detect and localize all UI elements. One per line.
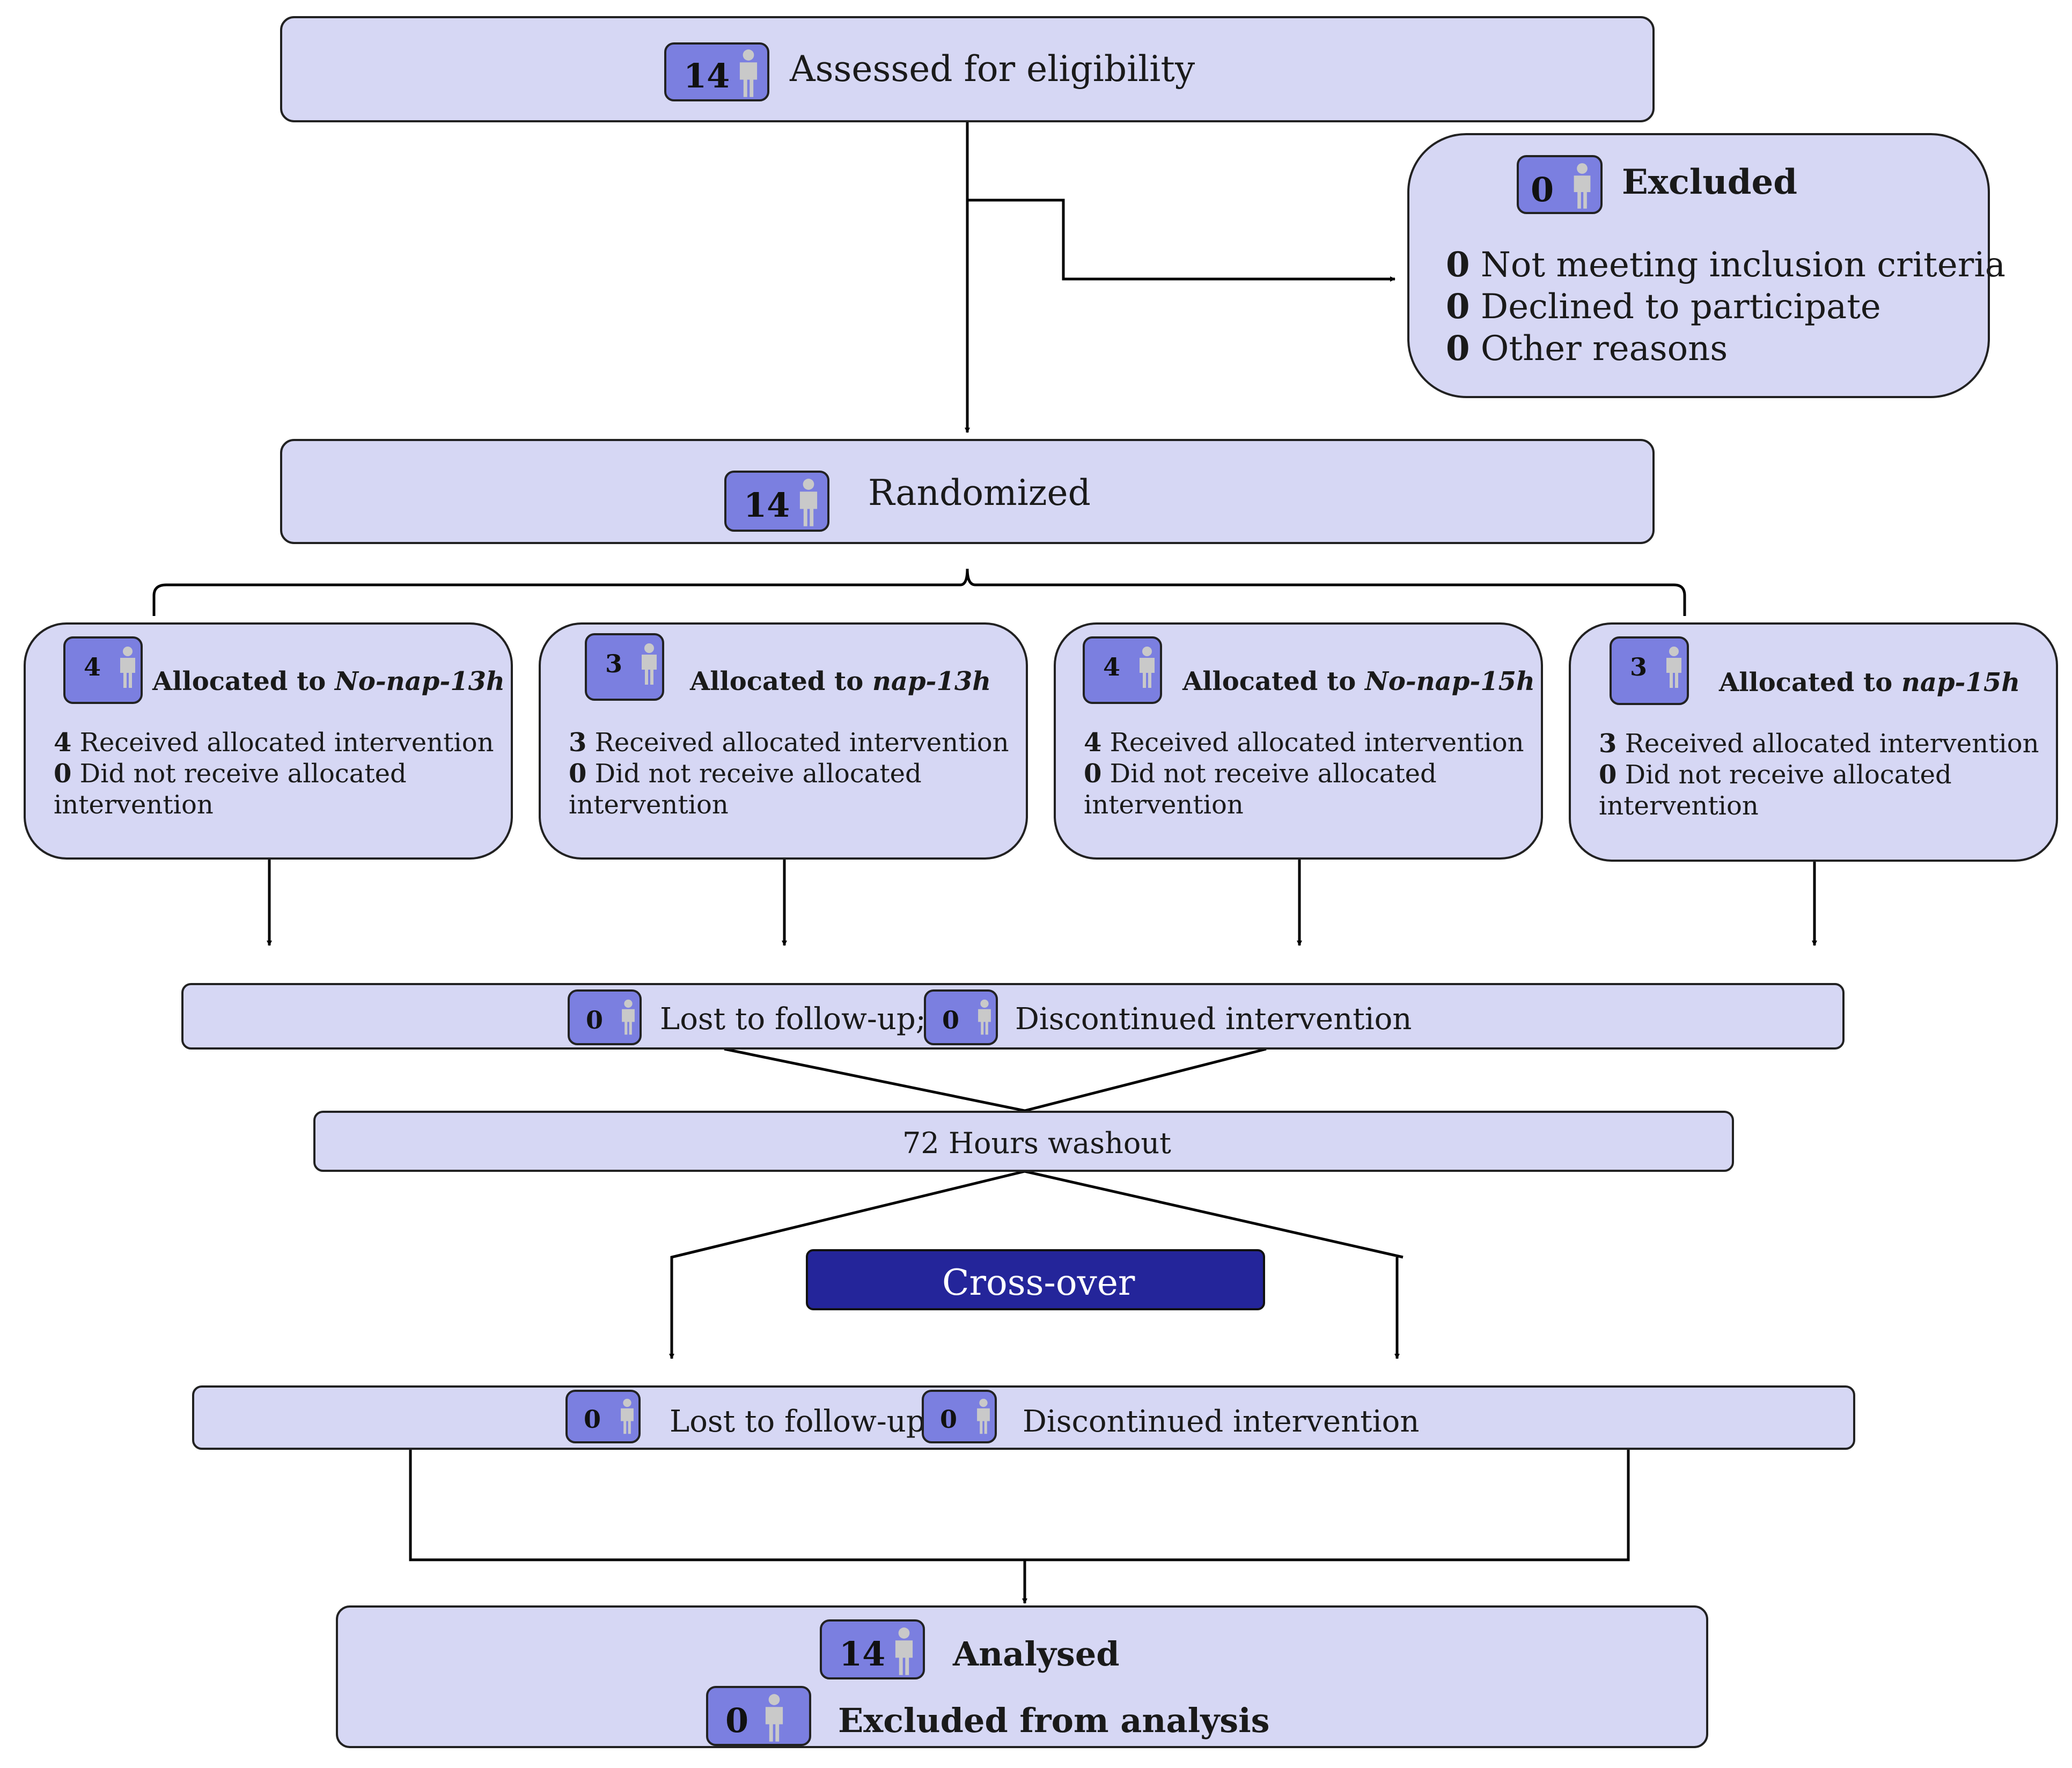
followup-2-disc-count: 0 xyxy=(940,1405,958,1434)
arm-3-received: 4 Received allocated intervention xyxy=(1084,728,1524,758)
arm-3-count: 4 xyxy=(1103,652,1121,681)
crossover-label: Cross-over xyxy=(942,1262,1135,1303)
arrow-to-excluded xyxy=(967,199,1395,282)
arm-1-count: 4 xyxy=(84,652,101,681)
diverge-left-arrow xyxy=(669,1170,1025,1359)
diverge-right-line xyxy=(1024,1170,1404,1259)
arm-2-title: Allocated to nap-13h xyxy=(690,666,991,696)
person-icon xyxy=(895,1627,913,1675)
arm-1-not-received: 0 Did not receive allocated xyxy=(54,759,407,789)
person-icon xyxy=(1666,647,1681,688)
person-icon xyxy=(120,647,135,688)
arm-box-1: 4 Allocated to No-nap-13h 4 Received all… xyxy=(24,622,513,860)
arm-4-not-received-cont: intervention xyxy=(1599,791,1759,821)
analysed-excluded-badge: 0 xyxy=(706,1686,811,1746)
person-icon xyxy=(739,49,758,97)
washout-label: 72 Hours washout xyxy=(902,1126,1171,1160)
followup-2-lost-count: 0 xyxy=(584,1405,601,1434)
assessed-count-badge: 14 xyxy=(664,42,769,101)
followup-2-lost-badge: 0 xyxy=(565,1390,641,1443)
followup-1-disc-badge: 0 xyxy=(924,989,998,1045)
arm-box-4: 3 Allocated to nap-15h 3 Received alloca… xyxy=(1569,622,2058,862)
washout-box: 72 Hours washout xyxy=(313,1111,1734,1172)
arm-1-received: 4 Received allocated intervention xyxy=(54,728,494,758)
followup-2-box: 0 Lost to follow-up; 0 Discontinued inte… xyxy=(192,1385,1855,1450)
arm-3-count-badge: 4 xyxy=(1083,636,1162,704)
followup-2-disc-label: Discontinued intervention xyxy=(1023,1404,1420,1439)
arm-3-not-received: 0 Did not receive allocated xyxy=(1084,759,1437,789)
merge-bracket xyxy=(409,1449,1630,1561)
arm-4-count-badge: 3 xyxy=(1610,636,1689,705)
analysed-excluded-label: Excluded from analysis xyxy=(838,1701,1270,1740)
person-icon xyxy=(642,643,657,685)
arm-1-not-received-cont: intervention xyxy=(54,790,214,820)
arm-2-count: 3 xyxy=(605,649,623,678)
randomized-count: 14 xyxy=(744,486,790,525)
converge-lines xyxy=(724,1047,1267,1112)
analysed-box: 14 Analysed 0 Excluded from analysis xyxy=(336,1605,1708,1748)
analysed-count: 14 xyxy=(839,1634,886,1674)
crossover-banner: Cross-over xyxy=(806,1249,1265,1310)
arm-4-received: 3 Received allocated intervention xyxy=(1599,729,2039,759)
arm-1-count-badge: 4 xyxy=(63,636,143,704)
person-icon xyxy=(1140,647,1155,688)
excluded-item-1: 0 Declined to participate xyxy=(1446,287,1881,327)
assessed-label: Assessed for eligibility xyxy=(790,48,1195,90)
arm-3-title: Allocated to No-nap-15h xyxy=(1182,666,1535,696)
followup-2-disc-badge: 0 xyxy=(922,1390,997,1443)
arm-2-count-badge: 3 xyxy=(585,633,664,701)
excluded-item-0: 0 Not meeting inclusion criteria xyxy=(1446,245,2005,285)
arm-2-received: 3 Received allocated intervention xyxy=(569,728,1009,758)
person-icon xyxy=(621,1398,634,1434)
excluded-item-2: 0 Other reasons xyxy=(1446,328,1728,369)
analysed-label: Analysed xyxy=(953,1634,1120,1674)
followup-2-lost-label: Lost to follow-up; xyxy=(670,1404,936,1439)
person-icon xyxy=(977,1398,990,1434)
analysed-excluded-count: 0 xyxy=(725,1701,749,1740)
arm-4-title: Allocated to nap-15h xyxy=(1719,667,2020,698)
randomized-box: 14 Randomized xyxy=(280,439,1655,544)
arm-2-not-received-cont: intervention xyxy=(569,790,729,820)
excluded-box: 0 Excluded 0 Not meeting inclusion crite… xyxy=(1407,133,2005,398)
randomized-label: Randomized xyxy=(868,472,1091,513)
person-icon xyxy=(622,999,635,1035)
followup-1-disc-label: Discontinued intervention xyxy=(1015,1002,1412,1037)
randomized-count-badge: 14 xyxy=(724,471,829,532)
arm-box-2: 3 Allocated to nap-13h 3 Received alloca… xyxy=(539,622,1028,860)
followup-1-disc-count: 0 xyxy=(942,1006,960,1035)
followup-1-lost-label: Lost to follow-up; xyxy=(660,1002,926,1037)
followup-1-lost-badge: 0 xyxy=(568,989,642,1045)
analysed-count-badge: 14 xyxy=(820,1619,925,1679)
arm-2-not-received: 0 Did not receive allocated xyxy=(569,759,922,789)
person-icon xyxy=(1574,163,1591,209)
arm-1-title: Allocated to No-nap-13h xyxy=(152,666,505,696)
assessed-count: 14 xyxy=(684,56,730,96)
arm-4-count: 3 xyxy=(1630,652,1648,681)
arm-4-not-received: 0 Did not receive allocated xyxy=(1599,760,1952,790)
excluded-count: 0 xyxy=(1531,170,1554,209)
followup-1-lost-count: 0 xyxy=(586,1006,604,1035)
person-icon xyxy=(978,999,991,1035)
arm-3-not-received-cont: intervention xyxy=(1084,790,1244,820)
excluded-count-badge: 0 xyxy=(1517,155,1603,214)
person-icon xyxy=(765,1694,783,1742)
arm-box-3: 4 Allocated to No-nap-15h 4 Received all… xyxy=(1054,622,1543,860)
person-icon xyxy=(799,479,818,526)
excluded-title: Excluded xyxy=(1622,162,1797,202)
followup-1-box: 0 Lost to follow-up; 0 Discontinued inte… xyxy=(181,983,1845,1050)
assessed-box: 14 Assessed for eligibility xyxy=(280,16,1655,122)
allocation-brace xyxy=(152,568,1686,616)
